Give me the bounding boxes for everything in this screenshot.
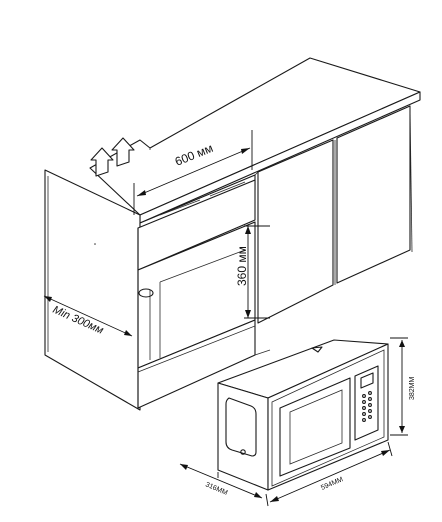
built-in-microwave — [217, 339, 389, 491]
mw-depth-316-label: 316ММ — [204, 481, 228, 497]
cabinet-door-left — [257, 139, 334, 324]
hinge-icon — [138, 288, 154, 298]
dimension-height-360: 360 мм — [235, 225, 270, 319]
mw-height-382-label: 382ММ — [409, 376, 416, 400]
ventilation-arrows-icon — [90, 137, 135, 177]
microwave-display — [360, 372, 374, 389]
microwave-control-panel — [354, 365, 379, 441]
microwave-door — [279, 377, 351, 477]
microwave-side-vent — [225, 397, 257, 457]
microwave-buttons — [362, 391, 372, 422]
kitchen-cabinet — [44, 57, 421, 411]
dimension-mw-height-382: 382ММ — [390, 337, 416, 436]
cabinet-door-right — [336, 105, 411, 284]
height-360-label: 360 мм — [235, 246, 249, 286]
cabinet-left-side-panel — [44, 169, 141, 411]
